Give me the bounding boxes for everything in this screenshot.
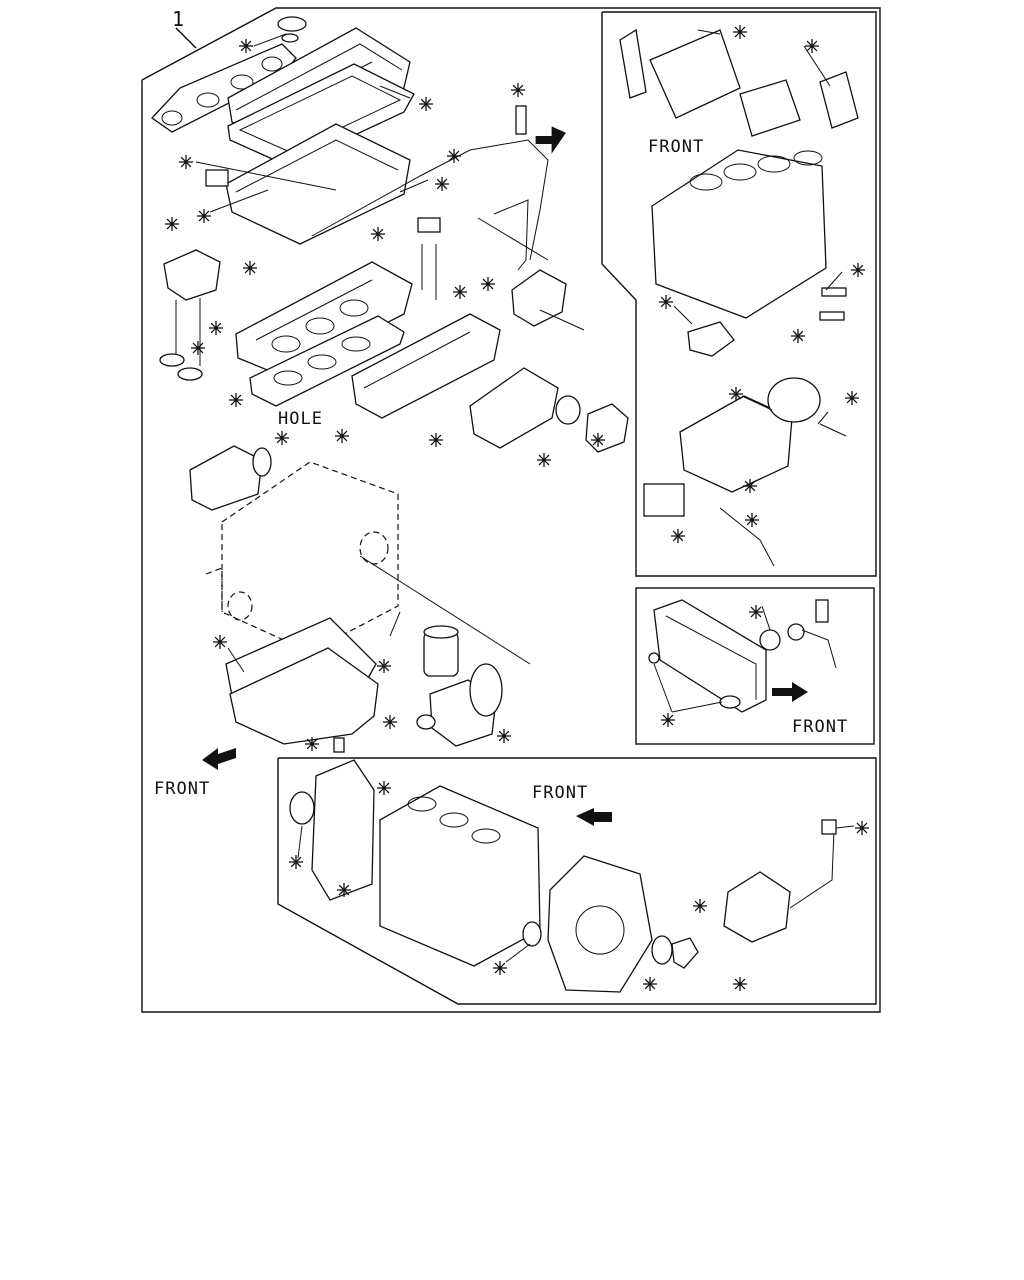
asterisk-icon (165, 217, 179, 231)
asterisk-icon (289, 855, 303, 869)
asterisk-icon (243, 261, 257, 275)
asterisk-icon (179, 155, 193, 169)
egr-cooler (351, 313, 501, 419)
asterisk-icon (435, 177, 449, 191)
front-label-bottom: FRONT (532, 783, 588, 803)
thermostat-housing (159, 249, 221, 381)
asterisk-icon (447, 149, 461, 163)
asterisk-icon (743, 479, 757, 493)
oil-filter (423, 625, 459, 677)
item-number: 1 (172, 7, 185, 31)
asterisk-icon (745, 513, 759, 527)
asterisk-icon (429, 433, 443, 447)
flywheel-housing-inset (522, 855, 699, 993)
asterisk-icon (643, 977, 657, 991)
asterisk-icon (661, 713, 675, 727)
asterisk-icon (377, 781, 391, 795)
oil-pump-inset (687, 321, 735, 357)
front-arrow-main-icon (202, 748, 236, 770)
asterisk-icon (453, 285, 467, 299)
water-pump-cover-inset (648, 599, 837, 713)
asterisk-icon (659, 295, 673, 309)
exhaust-manifold-gasket (151, 43, 297, 133)
asterisk-icon (693, 899, 707, 913)
intake-pipe (469, 367, 559, 449)
asterisk-icon (305, 737, 319, 751)
asterisk-icon (791, 329, 805, 343)
asterisk-icon (239, 39, 253, 53)
cylinder-block-inset (651, 149, 847, 321)
asterisk-icon (511, 83, 525, 97)
oil-cooler (416, 663, 503, 747)
asterisk-icon (419, 97, 433, 111)
intake-manifold (235, 261, 413, 377)
asterisk-icon (805, 39, 819, 53)
asterisk-icon (537, 453, 551, 467)
throttle-body (555, 395, 629, 453)
front-label-main: FRONT (154, 779, 210, 799)
asterisk-icon (845, 391, 859, 405)
asterisk-icon (377, 659, 391, 673)
asterisk-icon (197, 209, 211, 223)
head-cover-gasket (227, 63, 415, 167)
cylinder-block-bottom-inset (379, 785, 541, 967)
kit-outline (141, 7, 881, 1013)
vacuum-pump-inset (723, 819, 837, 943)
leader-lines (195, 29, 855, 963)
oil-pan (229, 647, 379, 753)
cylinder-head (205, 123, 411, 245)
timing-cover-inset (289, 759, 375, 901)
cylinder-head-gasket (249, 315, 405, 407)
asterisk-icon (733, 25, 747, 39)
hole-label: HOLE (278, 409, 323, 429)
front-label-mid-right: FRONT (792, 717, 848, 737)
fuel-pipe (311, 105, 549, 300)
inset-bottom (277, 757, 877, 1005)
asterisk-icon (371, 227, 385, 241)
front-label-top-right: FRONT (648, 137, 704, 157)
asterisk-icon (733, 977, 747, 991)
front-arrow-bottom-icon (576, 808, 612, 826)
cylinder-block-outline (205, 461, 531, 665)
asterisk-icon (497, 729, 511, 743)
egr-valve (511, 269, 567, 327)
asterisk-icon (337, 883, 351, 897)
inset-mid-right (635, 587, 875, 745)
asterisk-icon (481, 277, 495, 291)
asterisk-icon (591, 433, 605, 447)
asterisk-icon (229, 393, 243, 407)
inset-top-right (601, 11, 877, 577)
asterisk-icon (749, 605, 763, 619)
fuel-injection-pump (189, 445, 272, 511)
asterisk-icon (855, 821, 869, 835)
asterisk-icon (493, 961, 507, 975)
asterisk-icon (383, 715, 397, 729)
asterisk-icon (213, 635, 227, 649)
asterisk-icon (729, 387, 743, 401)
turbocharger (643, 377, 847, 567)
front-arrow-mid-right-icon (772, 682, 808, 702)
front-arrow-top-right-icon (535, 126, 566, 154)
exhaust-manifold-inset (619, 28, 859, 137)
asterisk-icon (275, 431, 289, 445)
asterisk-icon (851, 263, 865, 277)
asterisk-icon (191, 341, 205, 355)
asterisk-icon (209, 321, 223, 335)
asterisk-icon (671, 529, 685, 543)
asterisk-icon (335, 429, 349, 443)
gasket-marker-icons (165, 25, 869, 991)
